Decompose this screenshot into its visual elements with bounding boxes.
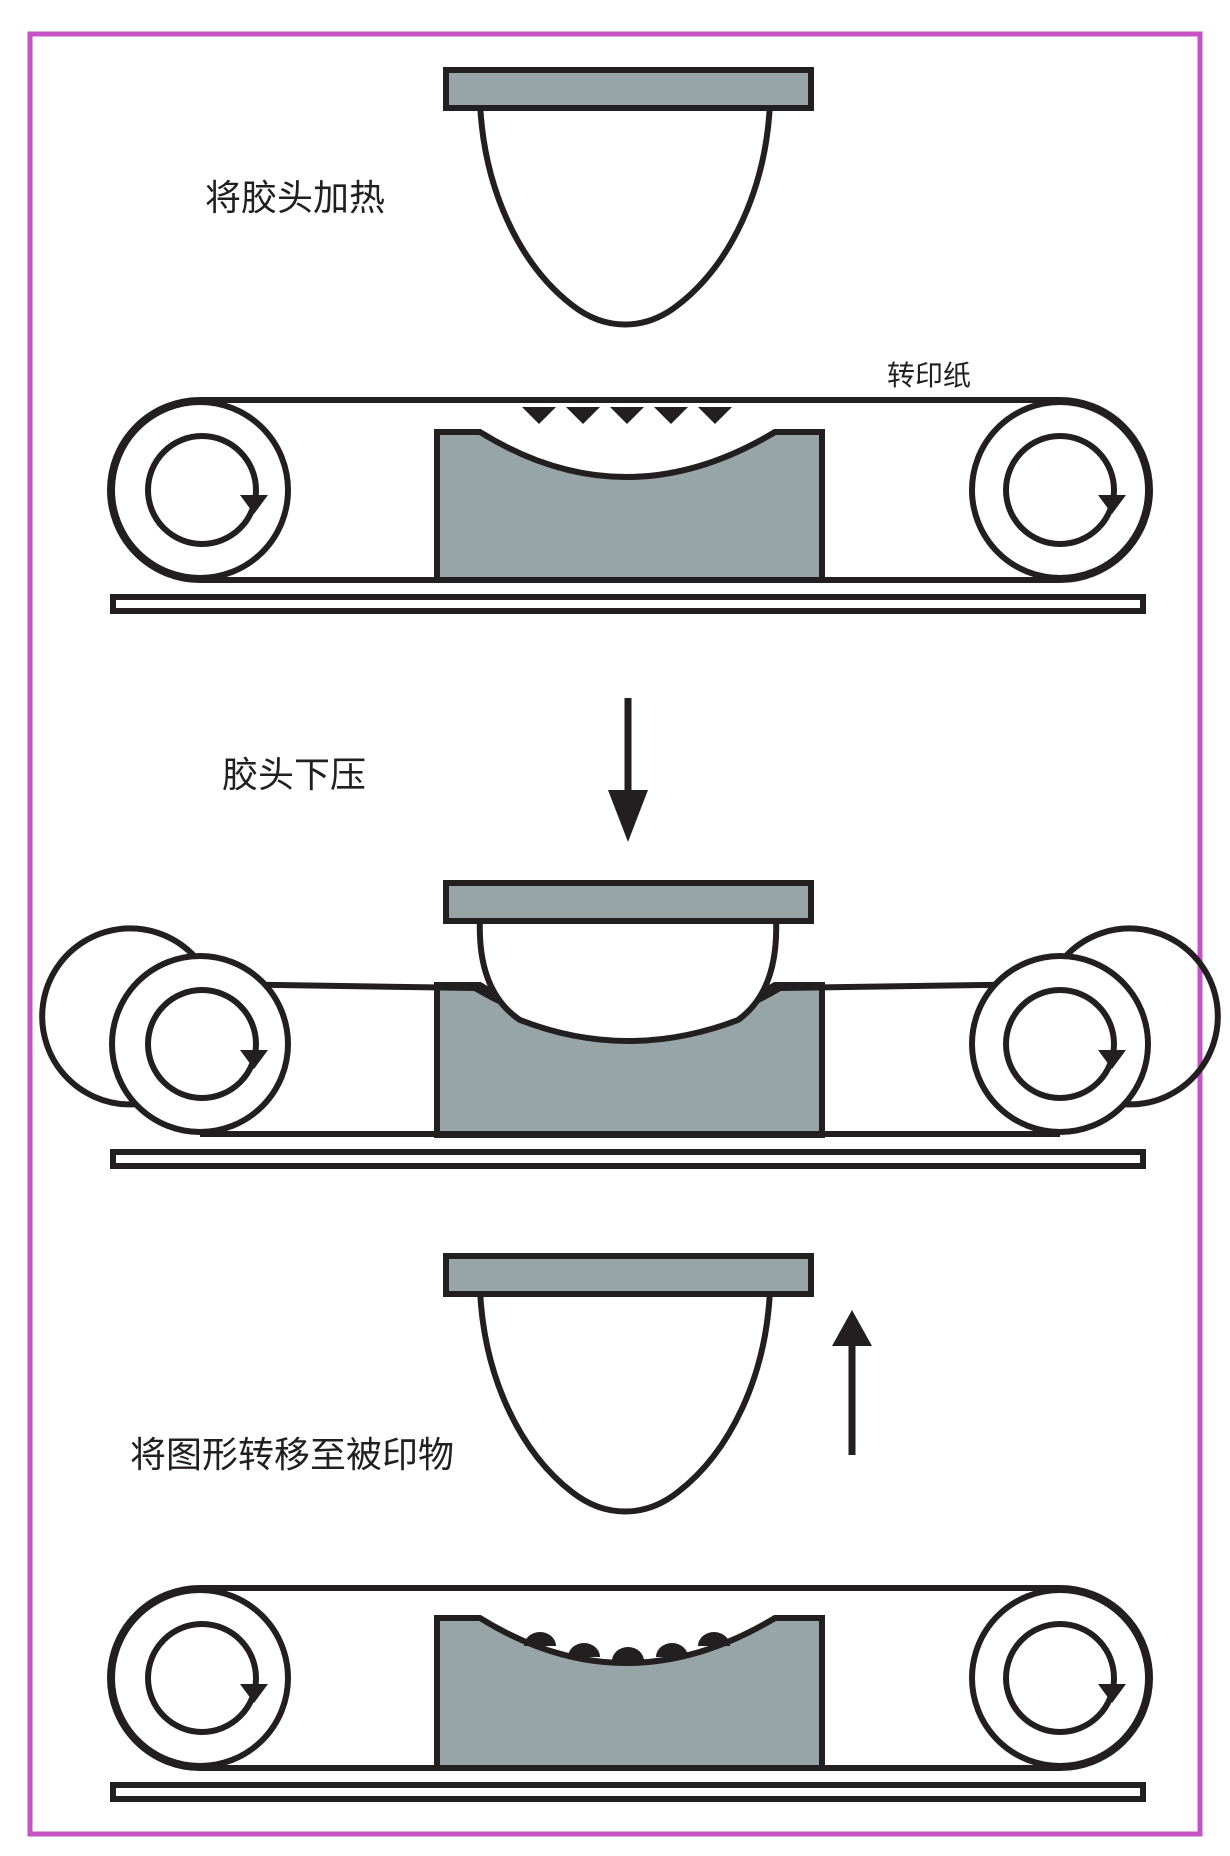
roller-right-1 [969, 399, 1151, 581]
roller-right-3 [969, 1587, 1151, 1769]
up-arrow-icon [832, 1310, 872, 1455]
step-1-label: 将胶头加热 [205, 178, 385, 219]
base-plate-1 [110, 594, 1146, 614]
roller-right-2 [969, 953, 1151, 1135]
step-2-label: 胶头下压 [222, 755, 366, 796]
down-arrow-icon [608, 698, 648, 842]
base-plate-2 [110, 1149, 1146, 1169]
transfer-paper-label: 转印纸 [887, 359, 971, 392]
roller-left-1 [109, 399, 291, 581]
pad-head-2 [443, 880, 814, 1044]
step-3-group: 将图形转移至被印物 [107, 1253, 1153, 1802]
pad-head-3 [443, 1253, 814, 1515]
cliche-block-1 [434, 429, 825, 583]
pad-head-1 [443, 67, 814, 328]
base-plate-3 [110, 1782, 1146, 1802]
ink-pattern-1 [522, 407, 732, 424]
roller-left-3 [109, 1587, 291, 1769]
step-2-group: 胶头下压 [39, 698, 1221, 1169]
frame-border [27, 31, 1203, 1837]
step-1-group: 将胶头加热 转印纸 [107, 67, 1153, 614]
step-3-label: 将图形转移至被印物 [130, 1435, 454, 1476]
cliche-block-3 [434, 1615, 825, 1771]
roller-left-2 [109, 953, 291, 1135]
transferred-ink-3 [524, 1632, 730, 1661]
